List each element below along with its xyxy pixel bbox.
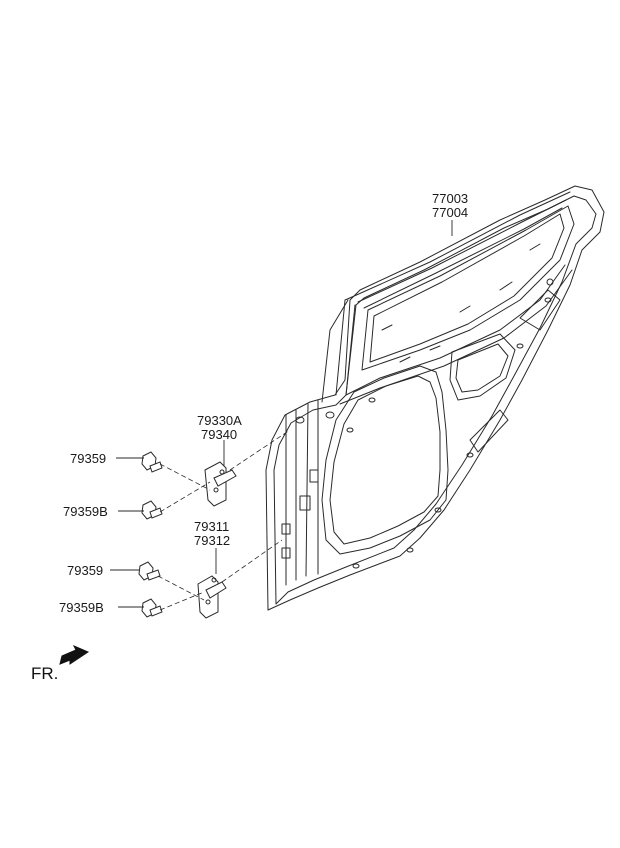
lower-hinge-part-number-2: 79312 — [194, 533, 231, 548]
bolt-upper-1-icon — [141, 451, 163, 473]
front-direction-arrow-icon — [59, 645, 90, 665]
bolt-icons — [138, 451, 163, 618]
upper-hinge-part-number-2: 79340 — [201, 427, 238, 442]
upper-hinge-part-number-1: 79330A — [197, 413, 242, 428]
bolt-lower-2-icon — [141, 598, 163, 618]
rear-door-panel-drawing — [265, 185, 605, 611]
bolt-upper-2-label: 79359B — [63, 504, 108, 519]
door-part-number-1: 77003 — [432, 191, 469, 206]
bolt-lower-2-label: 79359B — [59, 600, 104, 615]
bolt-upper-2-icon — [141, 500, 163, 520]
door-part-number-2: 77004 — [432, 205, 469, 220]
upper-hinge-bracket — [204, 461, 237, 507]
front-direction-label: FR. — [31, 664, 59, 683]
leader-lines — [110, 220, 453, 608]
assembly-dash-lines — [157, 429, 291, 611]
bolt-lower-1-label: 79359 — [67, 563, 104, 578]
lower-hinge-part-number-1: 79311 — [194, 519, 230, 534]
bolt-lower-1-icon — [138, 561, 161, 581]
bolt-upper-1-label: 79359 — [70, 451, 107, 466]
lower-hinge-bracket — [197, 575, 227, 619]
